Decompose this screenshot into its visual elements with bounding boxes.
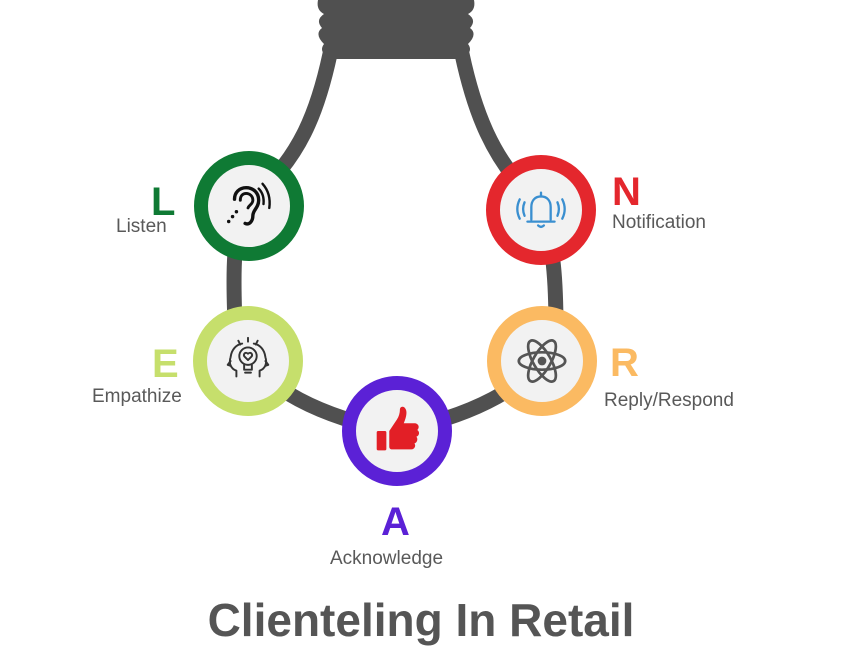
step-label-acknowledge: Acknowledge: [330, 548, 444, 569]
empathize-circle: [193, 306, 303, 416]
acknowledge-circle: [342, 376, 452, 486]
thumbs-up-icon: [376, 406, 420, 451]
atom-icon: [517, 339, 567, 383]
step-letter-a: A: [381, 500, 410, 544]
hearing-ear-icon: [226, 182, 271, 226]
step-letter-e: E: [152, 342, 179, 386]
step-letter-l: L: [151, 180, 176, 224]
notification-circle: [486, 155, 596, 265]
listen-circle: [194, 151, 304, 261]
page-title: Clienteling In Retail: [207, 594, 635, 646]
step-letter-n: N: [612, 170, 641, 214]
step-label-listen: Listen: [116, 216, 167, 237]
step-label-reply-respond: Reply/Respond: [604, 390, 734, 411]
step-label-notification: Notification: [612, 212, 706, 233]
head-heart-bulb-icon: [226, 336, 270, 378]
step-label-empathize: Empathize: [92, 386, 182, 407]
step-letter-r: R: [610, 341, 639, 385]
ringing-bell-icon: [516, 191, 566, 229]
bulb-socket: [317, 0, 475, 58]
reply-circle: [487, 306, 597, 416]
